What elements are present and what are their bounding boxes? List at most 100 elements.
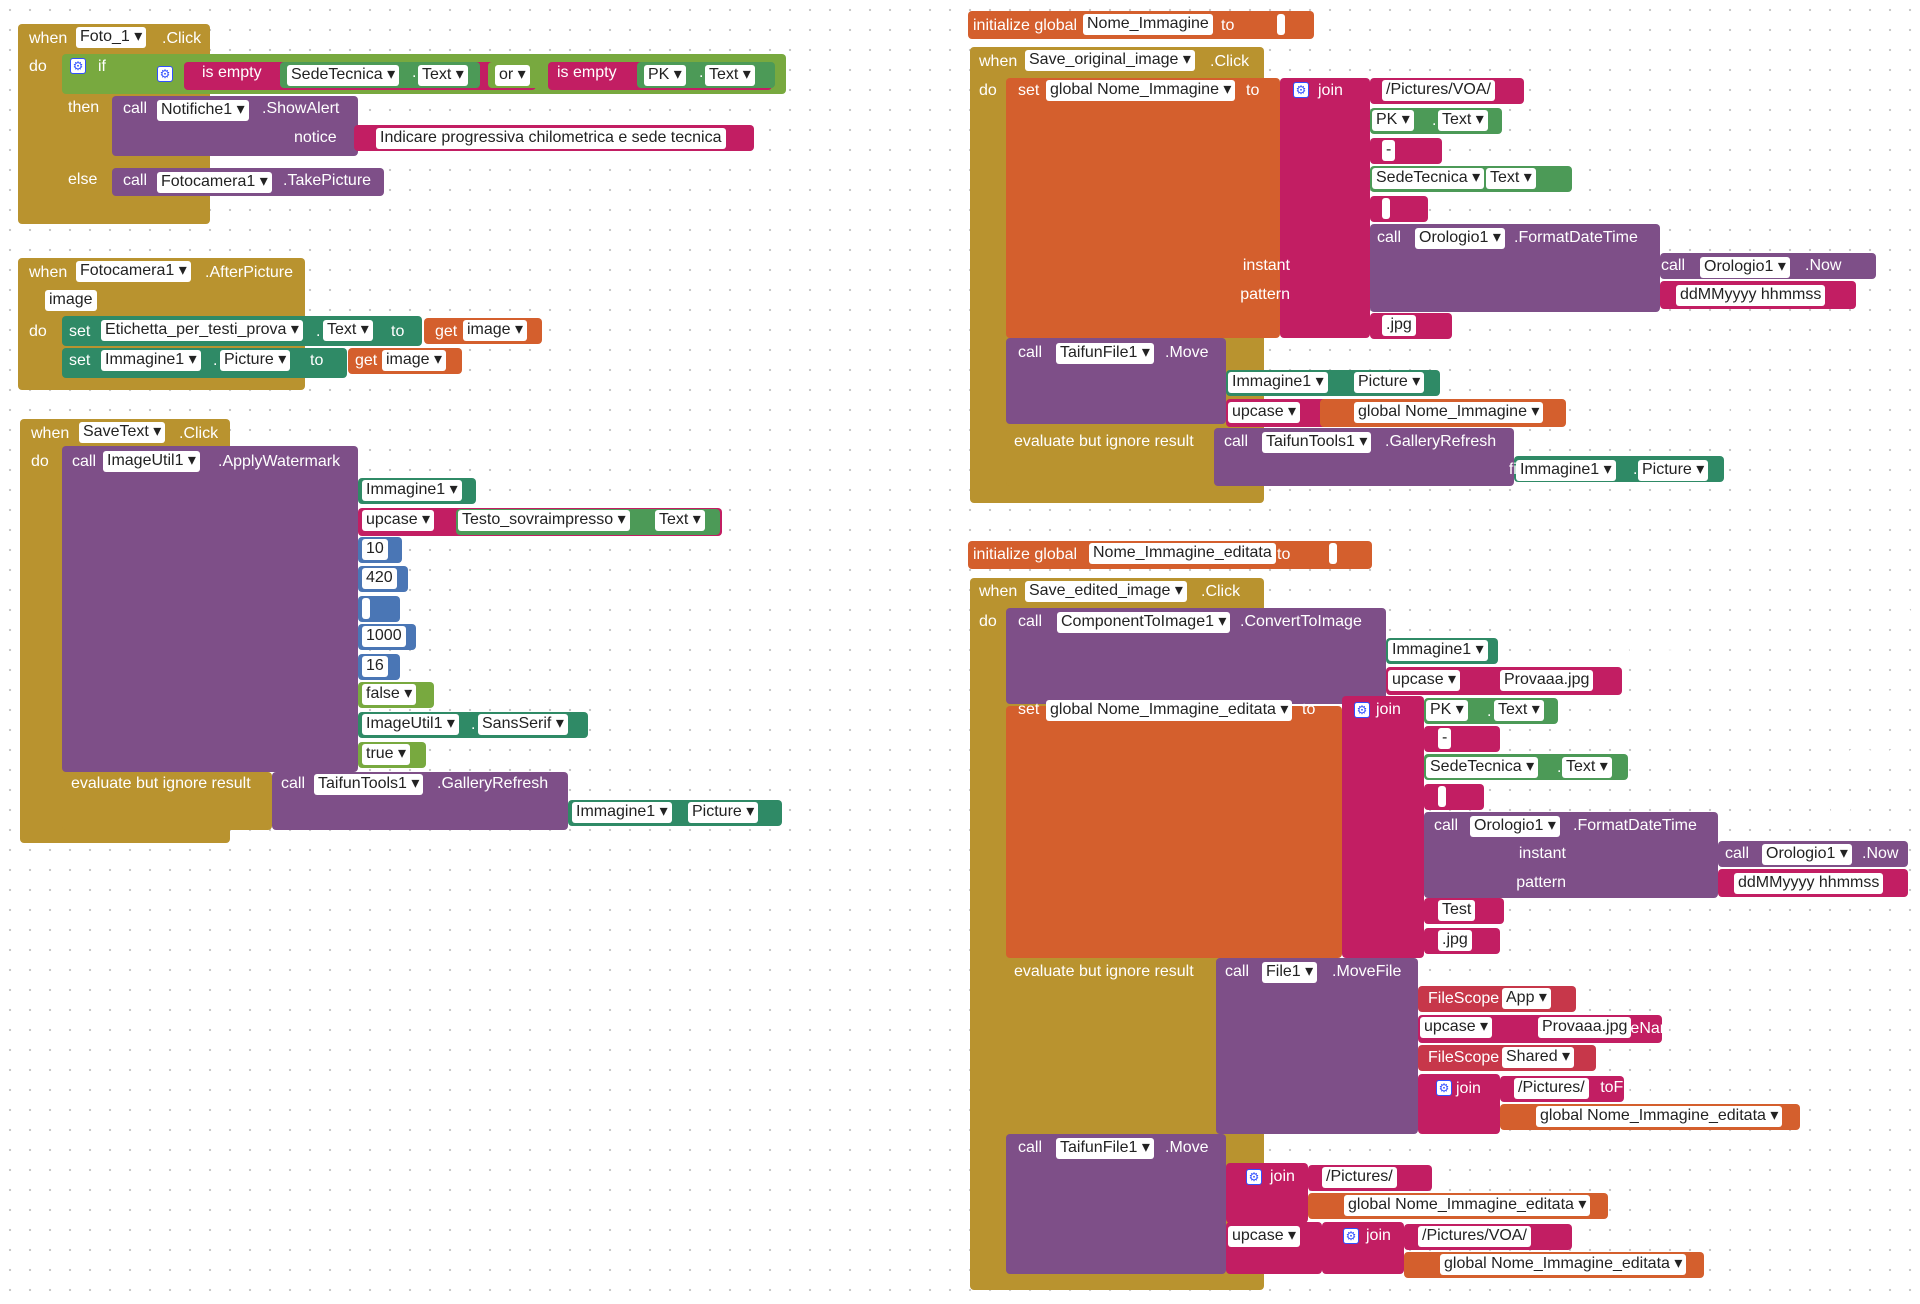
- join-block-5[interactable]: [1322, 1222, 1404, 1274]
- component-dropdown[interactable]: Immagine1 ▾: [101, 350, 201, 371]
- text-op-dropdown[interactable]: upcase ▾: [362, 510, 435, 531]
- string-value[interactable]: [1277, 14, 1285, 35]
- text-op-dropdown[interactable]: upcase ▾: [1388, 670, 1461, 691]
- component-dropdown[interactable]: Fotocamera1 ▾: [157, 172, 272, 193]
- string-value[interactable]: [1382, 198, 1390, 219]
- property-dropdown[interactable]: Picture ▾: [688, 802, 759, 823]
- font-dropdown[interactable]: SansSerif ▾: [478, 714, 568, 735]
- property-dropdown[interactable]: Text ▾: [323, 320, 373, 341]
- component-dropdown[interactable]: PK ▾: [1426, 700, 1468, 721]
- if-mutator-gear-icon[interactable]: ⚙: [70, 58, 86, 74]
- number-value[interactable]: 420: [362, 568, 397, 589]
- variable-dropdown[interactable]: global Nome_Immagine_editata ▾: [1536, 1106, 1783, 1127]
- set-global-nome-immagine-block[interactable]: [1006, 78, 1280, 338]
- component-dropdown[interactable]: TaifunTools1 ▾: [1262, 432, 1372, 453]
- string-value[interactable]: [1438, 786, 1446, 807]
- variable-dropdown[interactable]: global Nome_Immagine ▾: [1046, 80, 1236, 101]
- component-dropdown[interactable]: ComponentToImage1 ▾: [1057, 612, 1231, 633]
- join-mutator-gear-icon[interactable]: ⚙: [1354, 702, 1370, 718]
- variable-dropdown[interactable]: global Nome_Immagine_editata ▾: [1440, 1254, 1687, 1275]
- color-swatch[interactable]: [362, 598, 370, 619]
- component-dropdown[interactable]: Immagine1 ▾: [1228, 372, 1328, 393]
- component-dropdown[interactable]: Testo_sovraimpresso ▾: [458, 510, 630, 531]
- evaluate-ignore-block-2[interactable]: [1006, 428, 1214, 486]
- join-mutator-gear-icon[interactable]: ⚙: [1293, 82, 1309, 98]
- join-mutator-gear-icon[interactable]: ⚙: [1343, 1228, 1359, 1244]
- component-dropdown[interactable]: TaifunFile1 ▾: [1056, 1138, 1154, 1159]
- variable-name[interactable]: Nome_Immagine_editata: [1089, 543, 1276, 564]
- string-value[interactable]: .jpg: [1382, 315, 1416, 336]
- join-block-1[interactable]: [1280, 78, 1370, 338]
- component-dropdown[interactable]: Immagine1 ▾: [1516, 460, 1616, 481]
- string-empty-2[interactable]: [1424, 784, 1484, 810]
- component-dropdown[interactable]: Foto_1 ▾: [76, 27, 147, 48]
- number-value[interactable]: 1000: [362, 626, 406, 647]
- property-dropdown[interactable]: Picture ▾: [1354, 372, 1425, 393]
- scope-dropdown[interactable]: App ▾: [1502, 988, 1551, 1009]
- string-dash-2[interactable]: [1424, 726, 1500, 752]
- boolean-dropdown[interactable]: false ▾: [362, 684, 417, 705]
- property-dropdown[interactable]: Text ▾: [1562, 757, 1612, 778]
- string-value[interactable]: Provaaa.jpg: [1538, 1017, 1632, 1038]
- join-mutator-gear-icon[interactable]: ⚙: [1436, 1080, 1452, 1096]
- component-dropdown[interactable]: ImageUtil1 ▾: [362, 714, 459, 735]
- variable-dropdown[interactable]: image ▾: [463, 320, 528, 341]
- join-mutator-gear-icon[interactable]: ⚙: [1246, 1169, 1262, 1185]
- operator-dropdown[interactable]: or ▾: [495, 65, 530, 86]
- variable-name[interactable]: Nome_Immagine: [1083, 14, 1213, 35]
- string-value[interactable]: Test: [1438, 900, 1476, 921]
- component-dropdown[interactable]: PK ▾: [1372, 110, 1414, 131]
- component-dropdown[interactable]: Notifiche1 ▾: [157, 100, 249, 121]
- text-op-dropdown[interactable]: upcase ▾: [1228, 402, 1301, 423]
- event-parameter[interactable]: image: [45, 290, 97, 311]
- string-value[interactable]: /Pictures/: [1514, 1078, 1589, 1099]
- property-dropdown[interactable]: Picture ▾: [1638, 460, 1709, 481]
- property-dropdown[interactable]: Text ▾: [1486, 168, 1536, 189]
- component-dropdown[interactable]: SedeTecnica ▾: [1372, 168, 1485, 189]
- string-empty-1[interactable]: [1370, 196, 1428, 222]
- component-dropdown[interactable]: Immagine1 ▾: [572, 802, 672, 823]
- boolean-dropdown[interactable]: true ▾: [362, 744, 411, 765]
- property-dropdown[interactable]: Text ▾: [1494, 700, 1544, 721]
- string-value[interactable]: -: [1382, 140, 1396, 161]
- string-value[interactable]: /Pictures/VOA/: [1418, 1226, 1531, 1247]
- text-op-dropdown[interactable]: upcase ▾: [1228, 1226, 1301, 1247]
- or-mutator-gear-icon[interactable]: ⚙: [157, 66, 173, 82]
- movefile-block[interactable]: [1216, 958, 1418, 1134]
- component-dropdown[interactable]: Immagine1 ▾: [1388, 640, 1488, 661]
- variable-dropdown[interactable]: image ▾: [382, 350, 447, 371]
- component-dropdown[interactable]: Fotocamera1 ▾: [76, 261, 191, 282]
- property-dropdown[interactable]: Text ▾: [418, 65, 468, 86]
- property-dropdown[interactable]: Text ▾: [655, 510, 705, 531]
- component-dropdown[interactable]: PK ▾: [644, 65, 686, 86]
- scope-dropdown[interactable]: Shared ▾: [1502, 1047, 1575, 1068]
- string-value[interactable]: -: [1438, 728, 1452, 749]
- component-dropdown[interactable]: Orologio1 ▾: [1700, 257, 1790, 278]
- string-value[interactable]: [1329, 543, 1337, 564]
- component-dropdown[interactable]: File1 ▾: [1262, 962, 1318, 983]
- property-dropdown[interactable]: Picture ▾: [220, 350, 291, 371]
- variable-dropdown[interactable]: global Nome_Immagine ▾: [1354, 402, 1544, 423]
- number-value[interactable]: 10: [362, 539, 388, 560]
- component-dropdown[interactable]: SaveText ▾: [79, 422, 166, 443]
- component-dropdown[interactable]: Orologio1 ▾: [1415, 228, 1505, 249]
- join-block-3[interactable]: [1418, 1074, 1500, 1134]
- component-dropdown[interactable]: Orologio1 ▾: [1470, 816, 1560, 837]
- component-dropdown[interactable]: Save_edited_image ▾: [1025, 581, 1187, 602]
- component-dropdown[interactable]: TaifunFile1 ▾: [1056, 343, 1154, 364]
- join-block-2[interactable]: [1342, 696, 1424, 958]
- string-value[interactable]: /Pictures/: [1322, 1167, 1397, 1188]
- string-value[interactable]: .jpg: [1438, 930, 1472, 951]
- component-dropdown[interactable]: Etichetta_per_testi_prova ▾: [101, 320, 303, 341]
- component-dropdown[interactable]: Save_original_image ▾: [1025, 50, 1195, 71]
- property-dropdown[interactable]: Text ▾: [705, 65, 755, 86]
- set-global-editata-block[interactable]: [1006, 706, 1342, 958]
- number-value[interactable]: 16: [362, 656, 388, 677]
- component-dropdown[interactable]: Orologio1 ▾: [1762, 844, 1852, 865]
- variable-dropdown[interactable]: global Nome_Immagine_editata ▾: [1344, 1195, 1591, 1216]
- string-value[interactable]: Provaaa.jpg: [1500, 670, 1594, 691]
- join-block-4[interactable]: [1226, 1163, 1308, 1223]
- evaluate-ignore-block-3[interactable]: [1006, 958, 1216, 1134]
- string-dash-1[interactable]: [1370, 138, 1442, 164]
